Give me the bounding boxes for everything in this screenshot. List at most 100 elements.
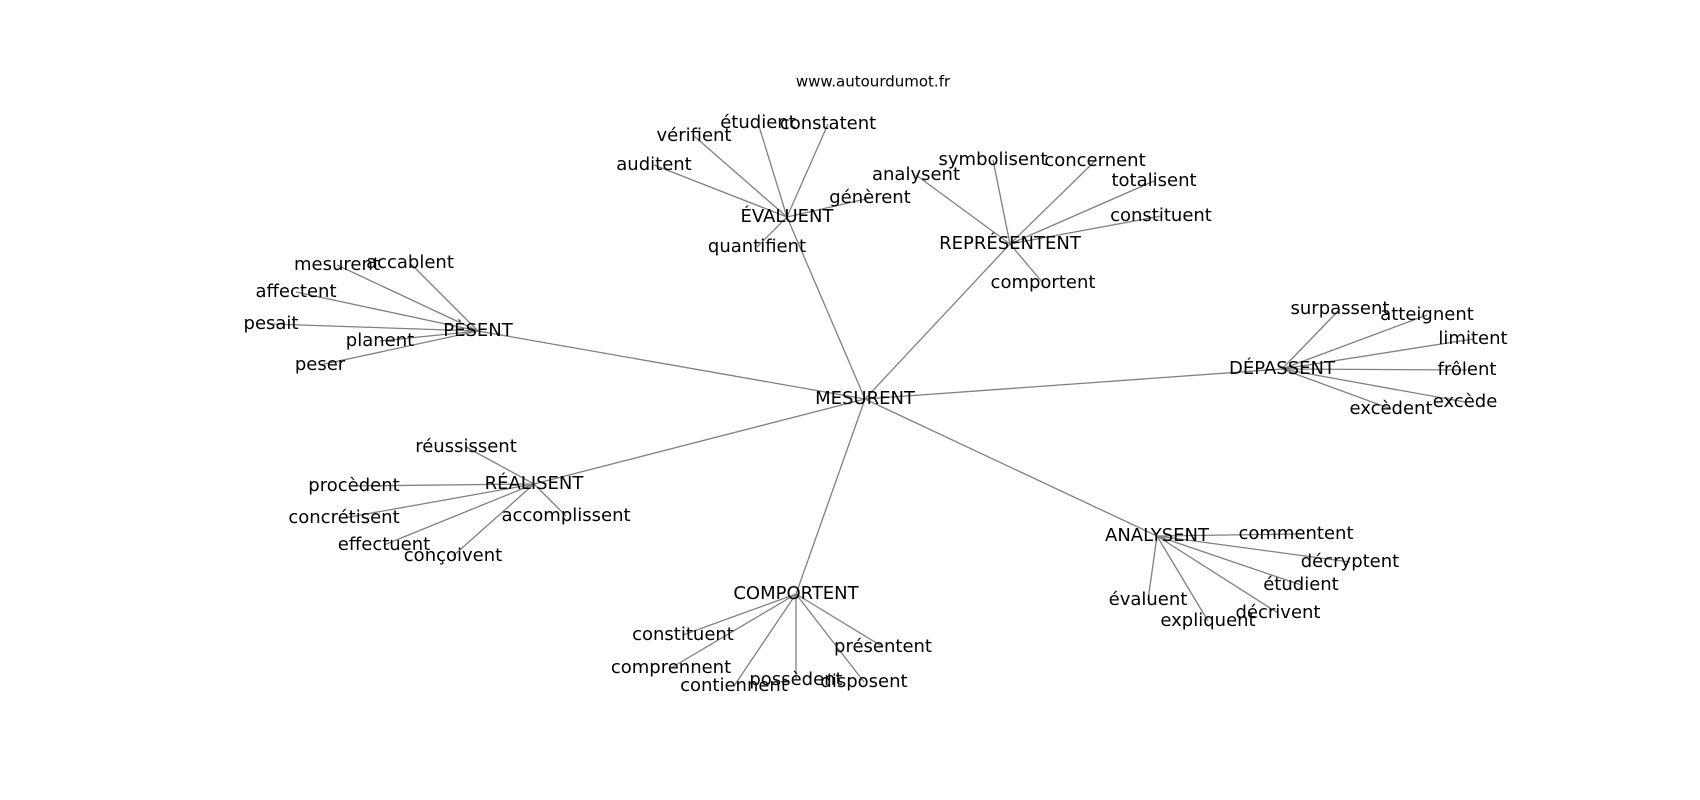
hub-leaf-edge	[786, 197, 871, 218]
hub-leaf-edge	[383, 483, 535, 546]
center-hub-edge	[533, 398, 866, 485]
hub-node-label[interactable]: REPRÉSENTENT	[939, 232, 1082, 254]
hub-leaf-edge	[1009, 180, 1155, 245]
leaf-node-label[interactable]: décrivent	[1236, 602, 1321, 623]
leaf-node-label[interactable]: réussissent	[415, 436, 517, 457]
leaf-node-label[interactable]: comportent	[991, 272, 1096, 293]
hub-leaf-edge	[693, 135, 788, 218]
graph-labels: www.autourdumot.fr MESURENT ÉVALUENT audi…	[244, 73, 1508, 697]
hub-leaf-edge	[343, 483, 535, 519]
center-hub-edge	[864, 243, 1011, 400]
hub-leaf-edge	[757, 122, 788, 218]
leaf-node-label[interactable]: auditent	[616, 154, 691, 175]
leaf-node-label[interactable]: constituent	[1110, 205, 1212, 226]
hub-leaf-edge	[1281, 338, 1474, 370]
leaf-node-label[interactable]: contiennent	[680, 675, 788, 696]
hub-leaf-edge	[1009, 243, 1044, 284]
hub-leaf-edge	[992, 159, 1011, 245]
hub-leaf-edge	[1009, 160, 1096, 245]
hub-leaf-edge	[1156, 535, 1279, 614]
hub-leaf-edge	[1281, 368, 1392, 410]
hub-leaf-edge	[533, 483, 567, 517]
leaf-node-label[interactable]: génèrent	[829, 187, 911, 208]
leaf-node-label[interactable]: concrétisent	[288, 507, 399, 528]
hub-leaf-edge	[379, 330, 479, 342]
leaf-node-label[interactable]: limitent	[1438, 328, 1507, 349]
hub-node-label[interactable]: RÉALISENT	[485, 472, 585, 494]
hub-leaf-edge	[795, 593, 865, 683]
leaf-node-label[interactable]: mesurent	[294, 254, 380, 275]
hub-leaf-edge	[270, 323, 479, 332]
leaf-node-label[interactable]: excède	[1433, 391, 1498, 412]
hub-leaf-edge	[295, 291, 479, 332]
center-node-label[interactable]: MESURENT	[815, 388, 916, 409]
leaf-node-label[interactable]: totalisent	[1111, 170, 1196, 191]
leaf-node-label[interactable]: analysent	[872, 164, 960, 185]
hub-leaf-edge	[452, 483, 535, 557]
hub-node-label[interactable]: ÉVALUENT	[741, 205, 835, 227]
leaf-node-label[interactable]: constituent	[632, 624, 734, 645]
site-title[interactable]: www.autourdumot.fr	[796, 73, 951, 91]
leaf-node-label[interactable]: accomplissent	[501, 505, 630, 526]
leaf-node-label[interactable]: commentent	[1238, 523, 1353, 544]
leaf-node-label[interactable]: quantifient	[708, 236, 806, 257]
leaf-node-label[interactable]: conçoivent	[404, 545, 502, 566]
hub-leaf-edge	[1156, 535, 1209, 622]
leaf-node-label[interactable]: expliquent	[1160, 610, 1255, 631]
leaf-node-label[interactable]: surpassent	[1291, 298, 1390, 319]
leaf-node-label[interactable]: disposent	[820, 671, 907, 692]
leaf-node-label[interactable]: possèdent	[749, 669, 842, 690]
hub-leaf-edge	[1156, 535, 1351, 563]
hub-leaf-edge	[915, 174, 1011, 245]
leaf-node-label[interactable]: planent	[346, 330, 414, 351]
leaf-node-label[interactable]: présentent	[834, 636, 932, 657]
leaf-node-label[interactable]: étudient	[720, 112, 796, 133]
leaf-node-label[interactable]: accablent	[366, 252, 454, 273]
hub-leaf-edge	[1281, 368, 1468, 371]
leaf-node-label[interactable]: évaluent	[1109, 589, 1188, 610]
center-hub-edge	[864, 398, 1158, 537]
center-hub-edge	[477, 330, 866, 400]
leaf-node-label[interactable]: atteignent	[1380, 304, 1474, 325]
hub-leaf-edge	[1281, 314, 1428, 370]
leaf-node-label[interactable]: pesait	[244, 313, 299, 334]
graph-edges	[270, 122, 1474, 687]
leaf-node-label[interactable]: affectent	[256, 281, 337, 302]
hub-leaf-edge	[353, 483, 535, 487]
hub-leaf-edge	[795, 593, 884, 648]
hub-leaf-edge	[1147, 535, 1158, 601]
leaf-node-label[interactable]: comprennent	[611, 657, 731, 678]
hub-leaf-edge	[319, 330, 479, 366]
hub-leaf-edge	[1281, 368, 1466, 403]
leaf-node-label[interactable]: vérifient	[656, 125, 731, 146]
hub-node-label[interactable]: PÈSENT	[443, 319, 513, 341]
leaf-node-label[interactable]: procèdent	[308, 475, 399, 496]
leaf-node-label[interactable]: symbolisent	[939, 149, 1048, 170]
leaf-node-label[interactable]: peser	[295, 354, 346, 375]
hub-leaf-edge	[409, 262, 479, 332]
hub-node-label[interactable]: DÉPASSENT	[1229, 357, 1336, 379]
hub-node-label[interactable]: COMPORTENT	[733, 583, 859, 604]
leaf-node-label[interactable]: constatent	[780, 113, 876, 134]
hub-leaf-edge	[1156, 535, 1302, 586]
hub-leaf-edge	[1281, 308, 1341, 370]
hub-leaf-edge	[670, 593, 797, 669]
leaf-node-label[interactable]: étudient	[1263, 574, 1339, 595]
hub-leaf-edge	[1156, 533, 1297, 537]
leaf-node-label[interactable]: concernent	[1044, 150, 1145, 171]
hub-leaf-edge	[682, 593, 797, 636]
leaf-node-label[interactable]: excèdent	[1349, 398, 1432, 419]
hub-leaf-edge	[1009, 215, 1162, 245]
hub-leaf-edge	[465, 446, 535, 485]
center-hub-edge	[795, 398, 866, 595]
hub-leaf-edge	[336, 264, 479, 332]
hub-node-label[interactable]: ANALYSENT	[1105, 525, 1210, 546]
leaf-node-label[interactable]: effectuent	[338, 534, 430, 555]
center-hub-edge	[786, 216, 866, 400]
hub-leaf-edge	[653, 164, 788, 218]
leaf-node-label[interactable]: frôlent	[1438, 359, 1497, 380]
hub-leaf-edge	[733, 593, 797, 687]
hub-leaf-edge	[786, 123, 829, 218]
leaf-node-label[interactable]: décryptent	[1301, 551, 1399, 572]
